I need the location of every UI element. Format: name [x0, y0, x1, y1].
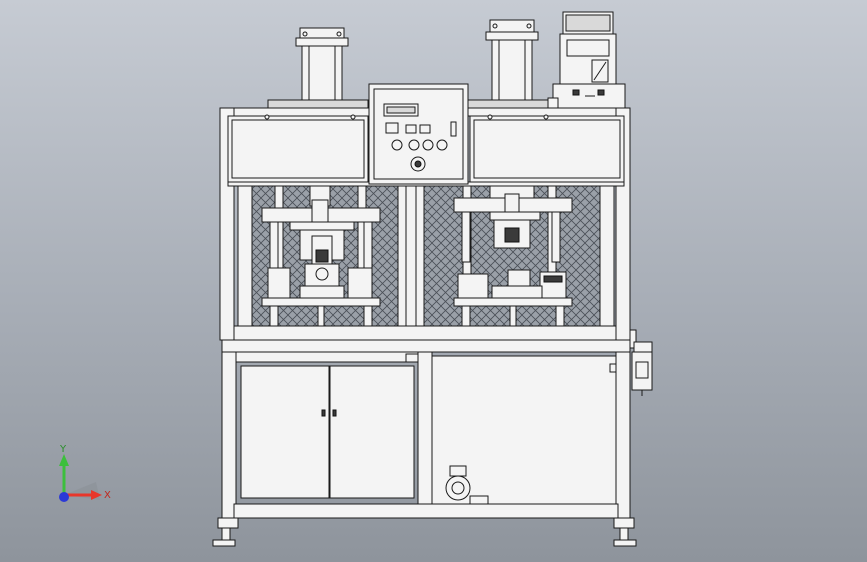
- left-cylinder: [267, 27, 369, 109]
- leveling-feet: [212, 517, 637, 547]
- control-box: [368, 83, 469, 185]
- lower-cabinet: [221, 351, 631, 525]
- left-press-station: [261, 185, 381, 327]
- right-press-station: [453, 185, 573, 327]
- right-cylinder: [465, 19, 563, 109]
- table-beam: [221, 325, 631, 353]
- side-valve: [629, 329, 653, 396]
- pump: [445, 465, 490, 505]
- controller-unit: [547, 11, 626, 109]
